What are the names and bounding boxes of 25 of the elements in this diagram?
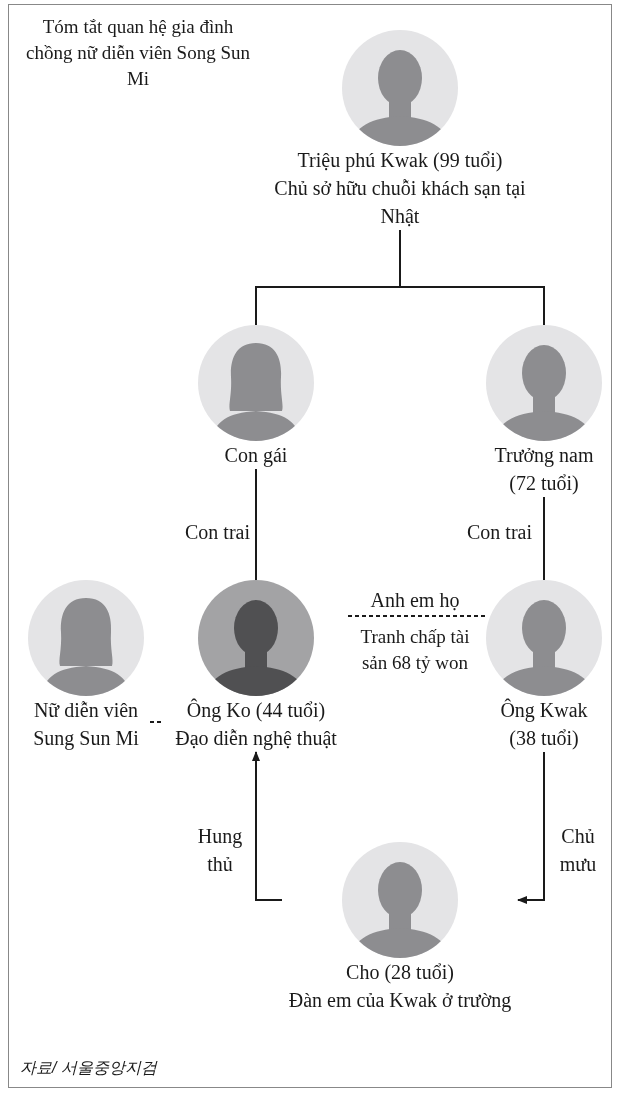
person-label: Con gái <box>224 443 288 469</box>
person-label: Trưởng nam (72 tuổi) <box>493 443 595 496</box>
edge-label: Hung thủ <box>196 824 244 877</box>
source-note: 자료/ 서울중앙지검 <box>20 1058 157 1078</box>
relation-note: Tranh chấp tài sản 68 tỷ won <box>359 625 471 675</box>
edge-label: Con trai <box>184 520 250 545</box>
person-node <box>485 580 603 752</box>
connector-line <box>543 496 545 581</box>
arrow <box>252 751 283 901</box>
person-label: Đàn em của Kwak ở trường <box>288 988 512 1014</box>
person-label: Triệu phú Kwak (99 tuổi) <box>297 148 503 174</box>
person-label: Chủ sở hữu chuỗi khách sạn tại Nhật <box>273 176 527 229</box>
connector-line <box>399 229 545 326</box>
person-label: Đạo diễn nghệ thuật <box>175 726 337 752</box>
title: Tóm tắt quan hệ gia đình chồng nữ diễn viên Song Sun Mi <box>24 15 251 91</box>
person-label: Ông Kwak (38 tuổi) <box>499 697 589 751</box>
arrow <box>517 751 545 904</box>
connector-line <box>347 615 486 617</box>
edge-label: Chủ mưu <box>558 824 598 877</box>
person-label: Ông Ko (44 tuổi) <box>186 697 326 724</box>
person-label: Cho (28 tuổi) <box>346 960 454 986</box>
edge-label: Anh em họ <box>369 588 461 613</box>
person-label: Nữ diễn viên Sung Sun Mi <box>32 698 140 752</box>
edge-label: Con trai <box>466 520 532 545</box>
connector-line <box>255 468 257 581</box>
